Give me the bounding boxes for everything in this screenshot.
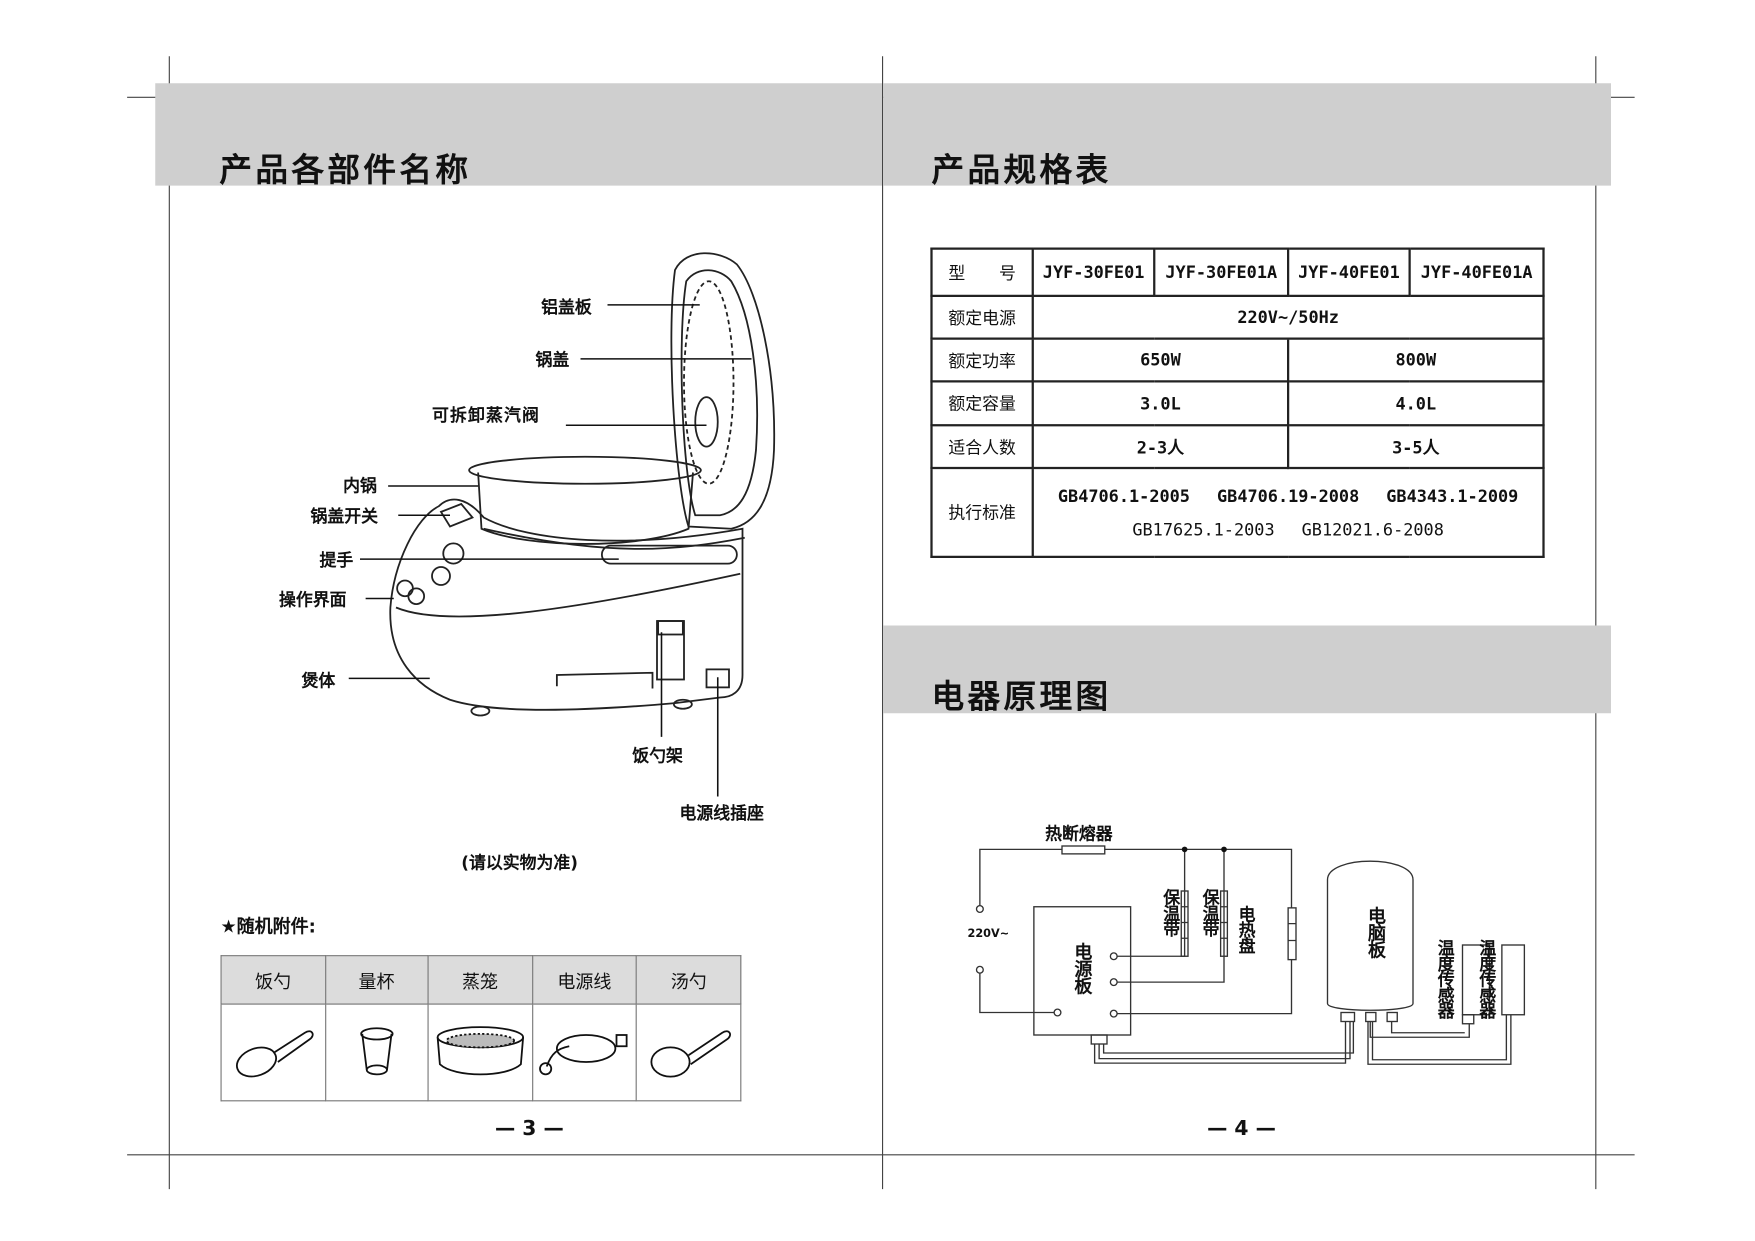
page-fold (882, 56, 884, 1190)
fuse-label: 热断熔器 (1045, 823, 1113, 844)
model-1: JYF-30FE01 (1031, 247, 1156, 297)
model-label: 型 号 (930, 247, 1034, 297)
capacity-40: 4.0L (1286, 380, 1545, 427)
sensor-1-label: 温度传感器 (1435, 939, 1456, 1019)
soup-ladle-icon (636, 1003, 742, 1102)
label-inner-pot: 内锅 (343, 475, 377, 497)
parts-title: 产品各部件名称 (219, 150, 472, 189)
label-power-socket: 电源线插座 (679, 803, 764, 824)
accessories-table: 饭勺 量杯 蒸笼 电源线 汤勺 (220, 955, 742, 1102)
accessory-measuring-cup: 量杯 (324, 955, 429, 1005)
steamer-icon (427, 1003, 533, 1102)
accessory-soup-ladle: 汤勺 (636, 955, 742, 1005)
page-border-right (1595, 56, 1597, 1190)
model-4: JYF-40FE01A (1408, 247, 1545, 297)
power-board-label: 电源板 (1071, 942, 1093, 994)
rated-power-30: 650W (1031, 337, 1290, 383)
power-supply-value: 220V~/50Hz (1031, 294, 1545, 340)
label-lid-switch: 锅盖开关 (310, 506, 379, 527)
label-handle: 提手 (319, 550, 354, 571)
spec-title: 产品规格表 (931, 150, 1112, 189)
rice-cooker-illustration (348, 252, 776, 797)
model-3: JYF-40FE01 (1286, 247, 1411, 297)
capacity-30: 3.0L (1031, 380, 1290, 427)
standards-line-2: GB17625.1-2003 GB12021.6-2008 (1132, 519, 1444, 540)
rice-spoon-icon (220, 1003, 326, 1102)
standards-line-1: GB4706.1-2005 GB4706.19-2008 GB4343.1-20… (1057, 485, 1519, 506)
accessories-title: ★随机附件: (220, 915, 316, 938)
warming-band-2-label: 保温带 (1200, 888, 1221, 936)
page-border-left (168, 56, 170, 1190)
circuit-diagram (975, 845, 1526, 1065)
standards-label: 执行标准 (930, 466, 1034, 558)
power-supply-label: 额定电源 (930, 294, 1034, 340)
heating-plate-label: 电热盘 (1236, 905, 1257, 953)
accessory-steamer: 蒸笼 (427, 955, 533, 1005)
page-number-4: — 4 — (1207, 1117, 1276, 1141)
capacity-label: 额定容量 (930, 380, 1034, 427)
junction-dot (1221, 846, 1227, 853)
junction-dot (1181, 846, 1188, 853)
power-cord-icon (531, 1003, 638, 1102)
header-band-right (883, 83, 1611, 186)
actual-product-note: (请以实物为准) (461, 852, 578, 873)
rated-power-label: 额定功率 (930, 337, 1034, 383)
warming-band-1-label: 保温带 (1161, 888, 1182, 936)
persons-30: 2-3人 (1031, 424, 1290, 470)
label-control-panel: 操作界面 (279, 589, 347, 610)
voltage-label: 220V~ (967, 928, 1010, 941)
sensor-2-label: 温度传感器 (1477, 939, 1498, 1019)
label-body: 煲体 (301, 670, 336, 691)
computer-board-label: 电脑板 (1364, 906, 1386, 958)
crop-line-bottom (127, 1154, 1635, 1156)
fuse-symbol (1061, 845, 1106, 855)
circuit-title: 电器原理图 (931, 677, 1112, 716)
persons-40: 3-5人 (1286, 424, 1545, 470)
header-band-left (155, 83, 882, 186)
page-number-3: — 3 — (495, 1117, 564, 1141)
power-board-box (1033, 906, 1132, 1036)
measuring-cup-icon (324, 1003, 429, 1102)
header-band-circuit (883, 625, 1611, 714)
label-spoon-holder: 饭勺架 (632, 745, 683, 767)
accessory-power-cord: 电源线 (531, 955, 638, 1005)
spec-table: 型 号 JYF-30FE01 JYF-30FE01A JYF-40FE01 JY… (930, 247, 1545, 558)
rated-power-40: 800W (1286, 337, 1545, 383)
label-aluminum-lid-plate: 铝盖板 (541, 297, 592, 318)
accessory-rice-spoon: 饭勺 (220, 955, 326, 1005)
model-2: JYF-30FE01A (1153, 247, 1290, 297)
label-lid: 锅盖 (535, 349, 570, 371)
label-steam-valve: 可拆卸蒸汽阀 (432, 405, 541, 426)
persons-label: 适合人数 (930, 424, 1034, 470)
computer-board-box (1326, 860, 1414, 1011)
standards-value: GB4706.1-2005 GB4706.19-2008 GB4343.1-20… (1031, 466, 1545, 558)
